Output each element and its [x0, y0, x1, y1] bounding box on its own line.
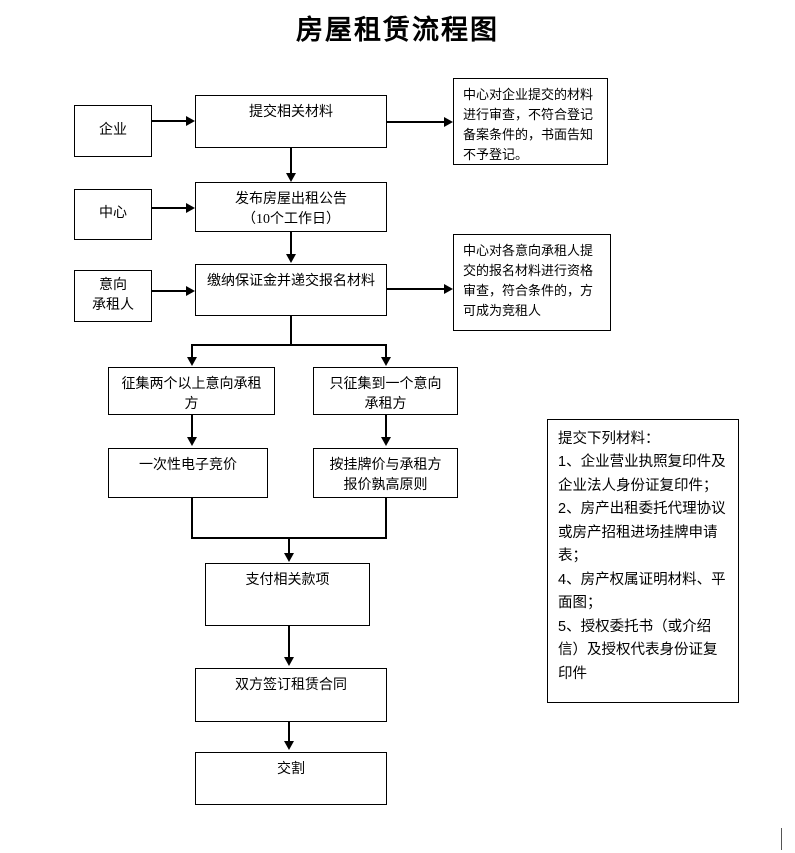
- node-enterprise: 企业: [74, 105, 152, 157]
- arrowhead-sign-to-handover: [283, 741, 294, 750]
- node-handover: 交割: [195, 752, 387, 805]
- node-intended-tenant: 意向 承租人: [74, 270, 152, 322]
- node-e-bidding: 一次性电子竞价: [108, 448, 268, 498]
- connector-publish-to-deposit: [290, 232, 292, 255]
- node-handover-label: 交割: [277, 762, 305, 777]
- connector-split-left-drop: [191, 344, 193, 358]
- connector-submit-to-publish: [290, 148, 292, 174]
- text-caret-mark: [781, 828, 783, 850]
- arrowhead-pay-to-sign: [283, 657, 294, 666]
- arrowhead-publish-to-deposit: [285, 254, 296, 263]
- node-branch-single-label: 只征集到一个意向 承租方: [329, 377, 442, 413]
- node-center: 中心: [74, 189, 152, 240]
- page-title: 房屋租赁流程图: [296, 15, 499, 45]
- arrowhead-single-to-price-rule: [380, 437, 391, 446]
- node-price-rule: 按挂牌价与承租方 报价孰高原则: [313, 448, 458, 498]
- arrowhead-submit-to-review-note: [444, 116, 453, 127]
- arrowhead-submit-to-publish: [285, 173, 296, 182]
- node-sign-contract-label: 双方签订租赁合同: [235, 678, 347, 693]
- arrowhead-merge-to-pay: [283, 553, 294, 562]
- node-pay-deposit-label: 缴纳保证金并递交报名材料: [207, 274, 375, 289]
- connector-sign-to-handover: [288, 722, 290, 742]
- connector-merge-left-stem: [191, 498, 193, 538]
- node-pay-deposit: 缴纳保证金并递交报名材料: [195, 264, 387, 316]
- arrowhead-split-left: [186, 357, 197, 366]
- arrowhead-enterprise-to-submit: [186, 115, 195, 126]
- node-intended-tenant-label: 意向 承租人: [92, 277, 134, 313]
- note-review: 中心对企业提交的材料进行审查，不符合登记备案条件的，书面告知不予登记。: [453, 78, 608, 165]
- arrowhead-deposit-to-qualification-note: [444, 283, 453, 294]
- connector-tenant-to-deposit: [152, 290, 186, 292]
- connector-multi-to-bidding: [191, 415, 193, 438]
- node-e-bidding-label: 一次性电子竞价: [139, 458, 237, 473]
- node-publish-notice: 发布房屋出租公告 （10个工作日）: [195, 182, 387, 232]
- connector-merge-right-stem: [385, 498, 387, 538]
- connector-pay-to-sign: [288, 626, 290, 657]
- node-publish-notice-label: 发布房屋出租公告 （10个工作日）: [235, 192, 347, 228]
- node-pay-amounts: 支付相关款项: [205, 563, 370, 626]
- note-qualification: 中心对各意向承租人提交的报名材料进行资格审查，符合条件的，方可成为竞租人: [453, 234, 611, 331]
- connector-center-to-publish: [152, 207, 186, 209]
- connector-deposit-to-qualification-note: [387, 288, 444, 290]
- note-required-materials: 提交下列材料： 1、企业营业执照复印件及企业法人身份证复印件； 2、房产出租委托…: [547, 419, 739, 703]
- connector-deposit-split-stem: [290, 316, 292, 344]
- arrowhead-split-right: [380, 357, 391, 366]
- connector-merge-to-pay: [288, 537, 290, 554]
- node-branch-single: 只征集到一个意向 承租方: [313, 367, 458, 415]
- node-price-rule-label: 按挂牌价与承租方 报价孰高原则: [329, 458, 442, 494]
- node-pay-amounts-label: 支付相关款项: [245, 573, 330, 588]
- connector-enterprise-to-submit: [152, 120, 186, 122]
- connector-single-to-price-rule: [385, 415, 387, 438]
- connector-submit-to-review-note: [387, 121, 444, 123]
- node-submit-materials-label: 提交相关材料: [249, 105, 333, 120]
- node-enterprise-label: 企业: [99, 122, 127, 138]
- node-sign-contract: 双方签订租赁合同: [195, 668, 387, 722]
- arrowhead-multi-to-bidding: [186, 437, 197, 446]
- connector-split-right-drop: [385, 344, 387, 358]
- arrowhead-tenant-to-deposit: [186, 285, 195, 296]
- connector-deposit-split-bar: [191, 344, 386, 346]
- node-center-label: 中心: [99, 206, 127, 222]
- node-submit-materials: 提交相关材料: [195, 95, 387, 148]
- node-branch-multi-label: 征集两个以上意向承租 方: [121, 377, 262, 413]
- arrowhead-center-to-publish: [186, 202, 195, 213]
- node-branch-multi: 征集两个以上意向承租 方: [108, 367, 275, 415]
